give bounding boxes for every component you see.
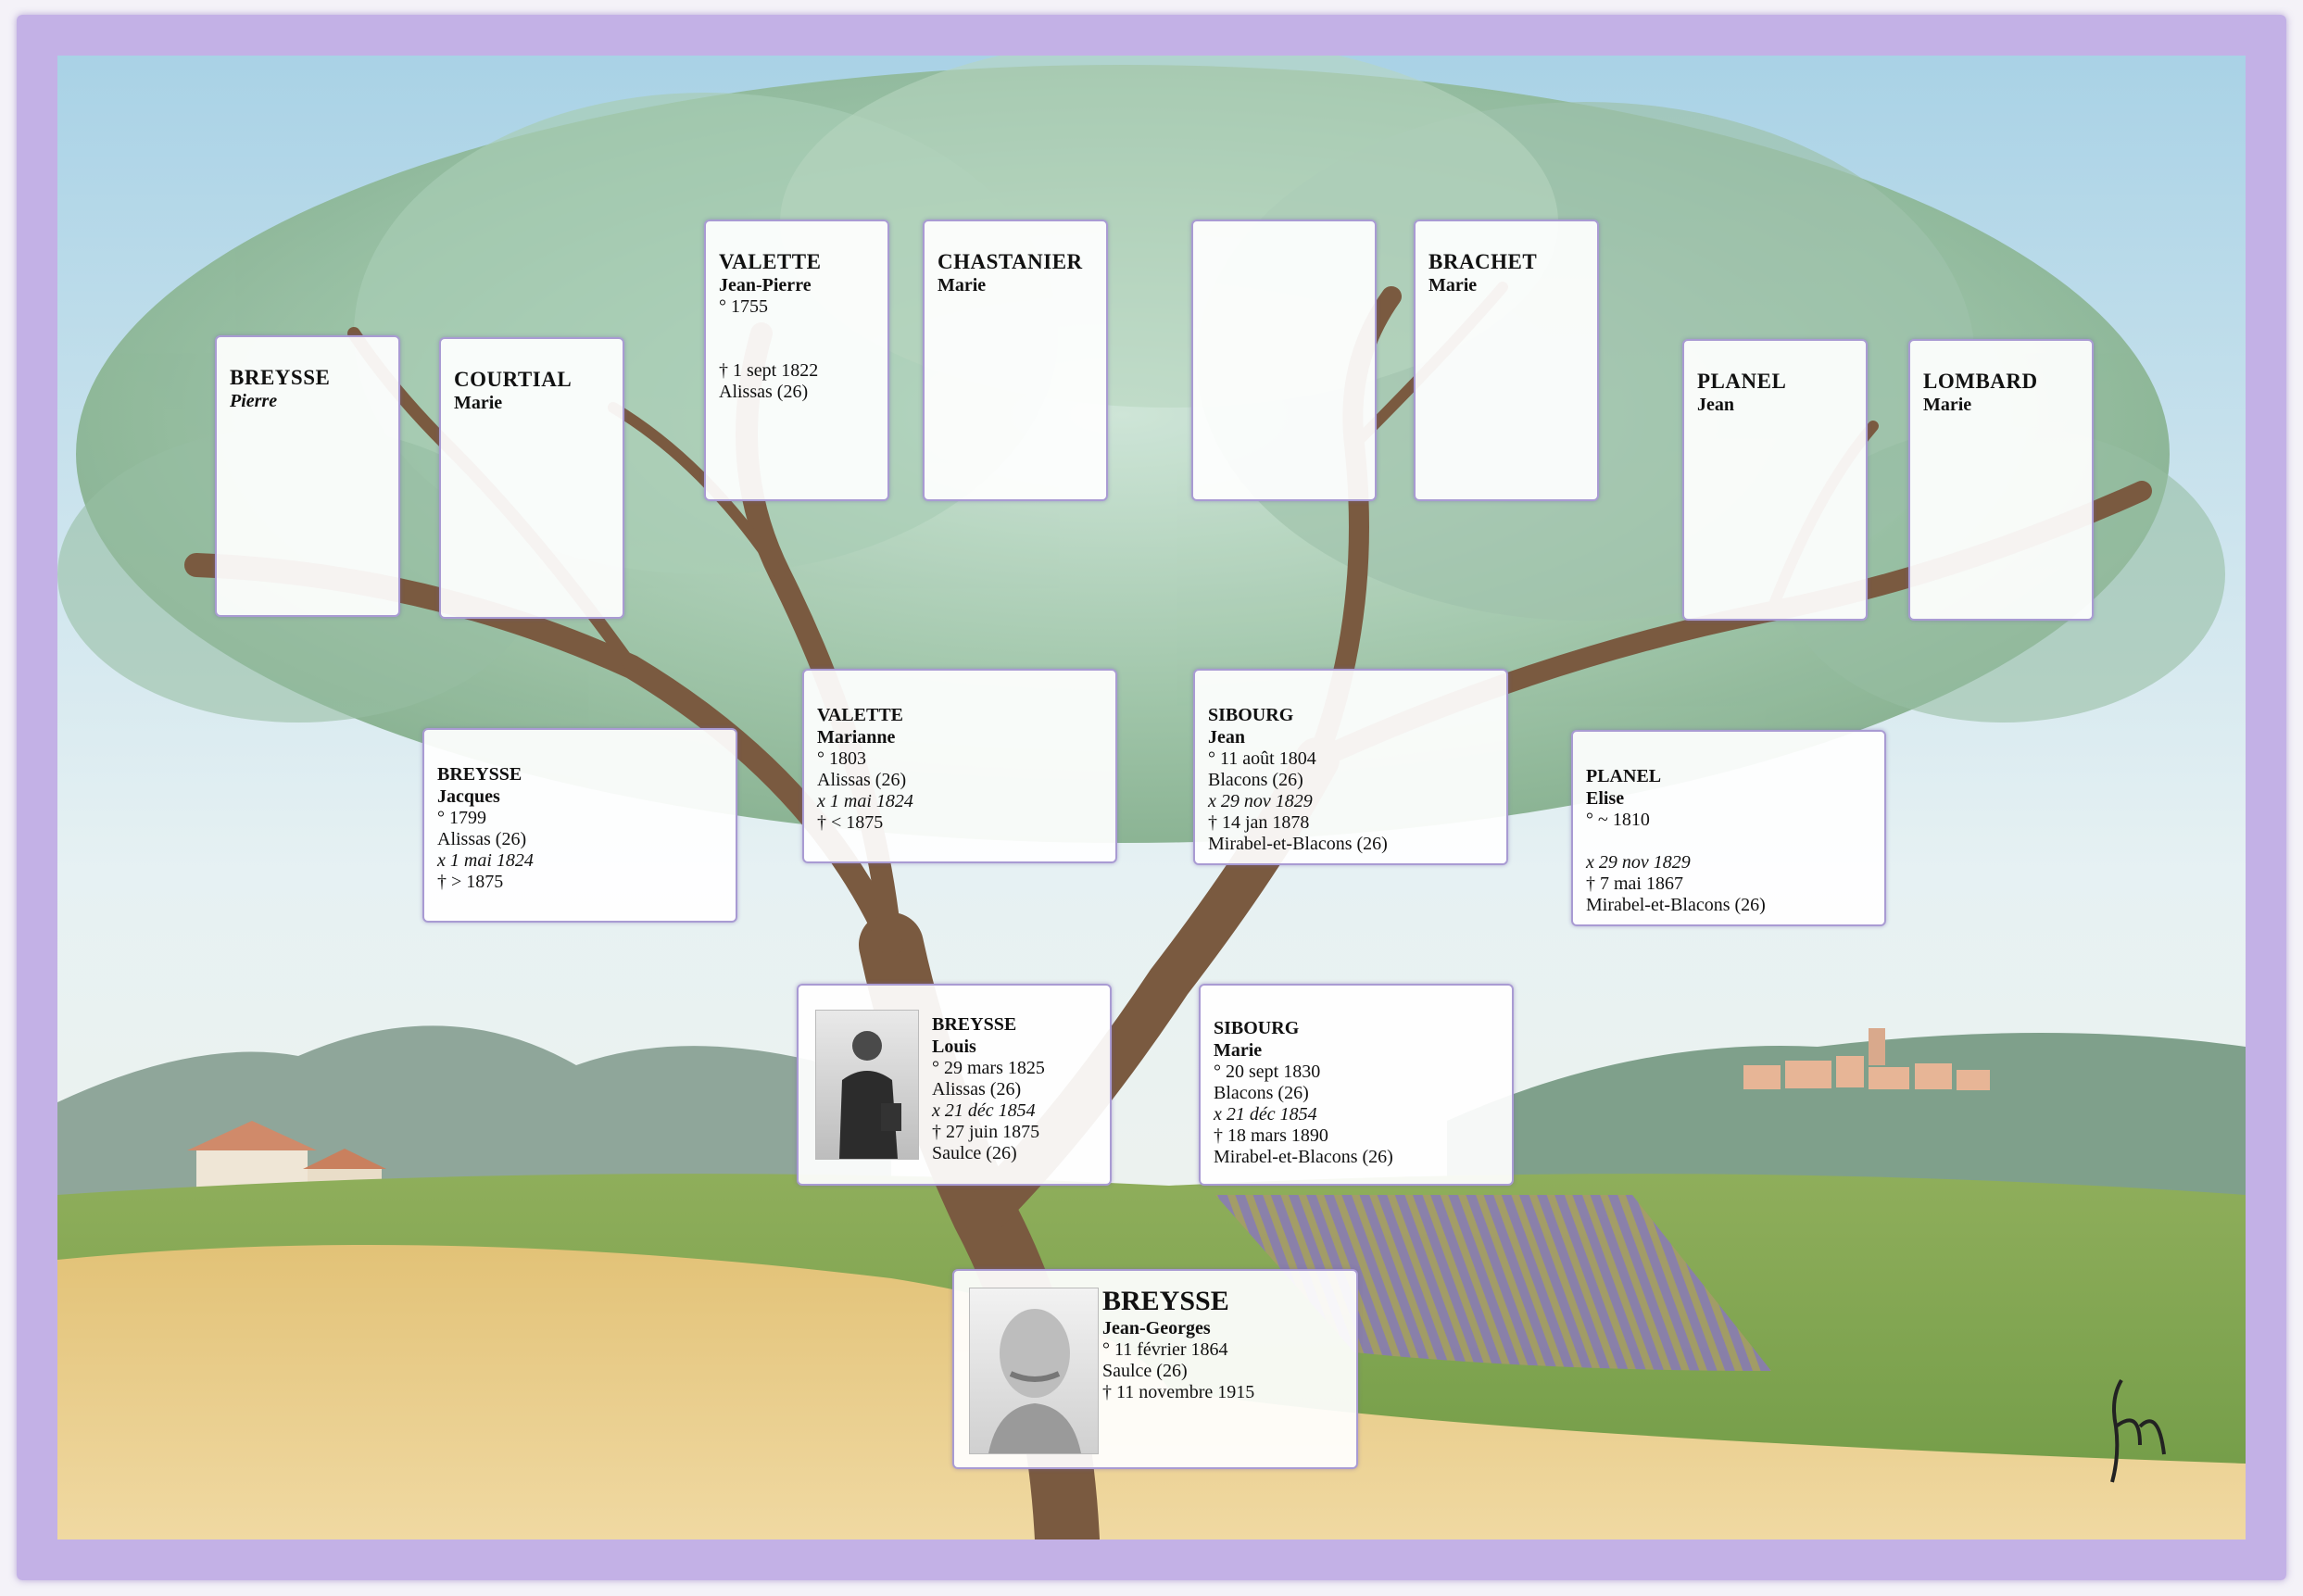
given-name: Pierre: [230, 391, 278, 411]
birth: ° 20 sept 1830: [1214, 1062, 1321, 1082]
given-name: Jean: [1697, 395, 1734, 415]
grandparent-card[interactable]: VALETTE Marianne ° 1803 Alissas (26) x 1…: [802, 669, 1117, 863]
death: † 27 juin 1875: [932, 1122, 1040, 1142]
surname: BREYSSE: [230, 366, 331, 389]
ancestor-card[interactable]: COURTIAL Marie: [439, 337, 624, 619]
birth-place: Alissas (26): [932, 1079, 1022, 1100]
portrait-photo: [815, 1010, 919, 1160]
ancestor-card[interactable]: VALETTE Jean-Pierre ° 1755 † 1 sept 1822…: [704, 220, 889, 501]
birth: ° 1755: [719, 296, 768, 317]
surname: BREYSSE: [1102, 1286, 1229, 1316]
death-place: Mirabel-et-Blacons (26): [1586, 895, 1766, 915]
ancestor-card[interactable]: CHASTANIER Marie: [923, 220, 1108, 501]
marriage: x 1 mai 1824: [437, 850, 534, 871]
birth-place: Alissas (26): [437, 829, 527, 849]
death: † < 1875: [817, 812, 884, 833]
birth-place: Alissas (26): [817, 770, 907, 790]
elderly-man-portrait-icon: [988, 1309, 1081, 1453]
given-name: Marie: [1428, 275, 1478, 295]
given-name: Marie: [1923, 395, 1972, 415]
parent-card[interactable]: BREYSSE Louis ° 29 mars 1825 Alissas (26…: [797, 984, 1112, 1186]
artist-signature: fm: [2103, 1371, 2196, 1496]
surname: PLANEL: [1697, 370, 1787, 393]
ancestor-card[interactable]: BRACHET Marie: [1414, 220, 1599, 501]
birth: ° 11 août 1804: [1208, 748, 1316, 769]
given-name: Elise: [1586, 788, 1625, 809]
marriage: x 21 déc 1854: [932, 1100, 1036, 1121]
birth-place: Blacons (26): [1214, 1083, 1309, 1103]
grandparent-card[interactable]: SIBOURG Jean ° 11 août 1804 Blacons (26)…: [1193, 669, 1508, 865]
village: [1743, 1028, 1990, 1090]
grandparent-card[interactable]: BREYSSE Jacques ° 1799 Alissas (26) x 1 …: [422, 728, 737, 923]
portrait-photo: [969, 1288, 1099, 1454]
ancestor-card[interactable]: BREYSSE Pierre: [215, 335, 400, 617]
purple-frame: [17, 15, 2286, 1580]
death-place: Mirabel-et-Blacons (26): [1214, 1147, 1393, 1167]
grandparent-card[interactable]: PLANEL Elise ° ~ 1810 x 29 nov 1829 † 7 …: [1571, 730, 1886, 926]
ancestor-card[interactable]: PLANEL Jean: [1682, 339, 1868, 621]
man-portrait-icon: [839, 1031, 901, 1159]
marriage: x 21 déc 1854: [1214, 1104, 1317, 1125]
surname: COURTIAL: [454, 368, 573, 391]
given-name: Marie: [938, 275, 987, 295]
signature-mark: [2110, 1378, 2166, 1483]
surname: VALETTE: [817, 705, 904, 725]
surname: PLANEL: [1586, 766, 1662, 786]
surname: VALETTE: [719, 250, 822, 273]
root-person-card[interactable]: BREYSSE Jean-Georges ° 11 février 1864 S…: [952, 1269, 1358, 1469]
death: † 14 jan 1878: [1208, 812, 1310, 833]
given-name: Jean: [1208, 727, 1245, 748]
death-place: Mirabel-et-Blacons (26): [1208, 834, 1388, 854]
death-place: Alissas (26): [719, 382, 809, 402]
given-name: Louis: [932, 1037, 976, 1057]
surname: BREYSSE: [932, 1014, 1017, 1035]
parent-card[interactable]: SIBOURG Marie ° 20 sept 1830 Blacons (26…: [1199, 984, 1514, 1186]
surname: BREYSSE: [437, 764, 522, 785]
surname: LOMBARD: [1923, 370, 2038, 393]
birth: ° 11 février 1864: [1102, 1339, 1228, 1360]
given-name: Marie: [454, 393, 503, 413]
birth: ° ~ 1810: [1586, 810, 1650, 830]
birth: ° 1799: [437, 808, 486, 828]
given-name: Marie: [1214, 1040, 1263, 1061]
surname: BRACHET: [1428, 250, 1538, 273]
death: † 18 mars 1890: [1214, 1125, 1328, 1146]
marriage: x 1 mai 1824: [817, 791, 913, 811]
death-place: Saulce (26): [932, 1143, 1017, 1163]
ancestor-card[interactable]: LOMBARD Marie: [1908, 339, 2094, 621]
death: † 7 mai 1867: [1586, 873, 1683, 894]
surname: SIBOURG: [1214, 1018, 1300, 1038]
death: † 1 sept 1822: [719, 360, 819, 381]
surname: SIBOURG: [1208, 705, 1294, 725]
given-name: Jean-Georges: [1102, 1318, 1211, 1338]
death: † > 1875: [437, 872, 504, 892]
given-name: Jacques: [437, 786, 500, 807]
surname: CHASTANIER: [938, 250, 1083, 273]
death: † 11 novembre 1915: [1102, 1382, 1255, 1402]
birth: ° 29 mars 1825: [932, 1058, 1045, 1078]
given-name: Marianne: [817, 727, 896, 748]
marriage: x 29 nov 1829: [1586, 852, 1691, 873]
birth-place: Blacons (26): [1208, 770, 1303, 790]
given-name: Jean-Pierre: [719, 275, 812, 295]
marriage: x 29 nov 1829: [1208, 791, 1313, 811]
birth: ° 1803: [817, 748, 866, 769]
birth-place: Saulce (26): [1102, 1361, 1188, 1381]
ancestor-card-empty[interactable]: [1191, 220, 1377, 501]
